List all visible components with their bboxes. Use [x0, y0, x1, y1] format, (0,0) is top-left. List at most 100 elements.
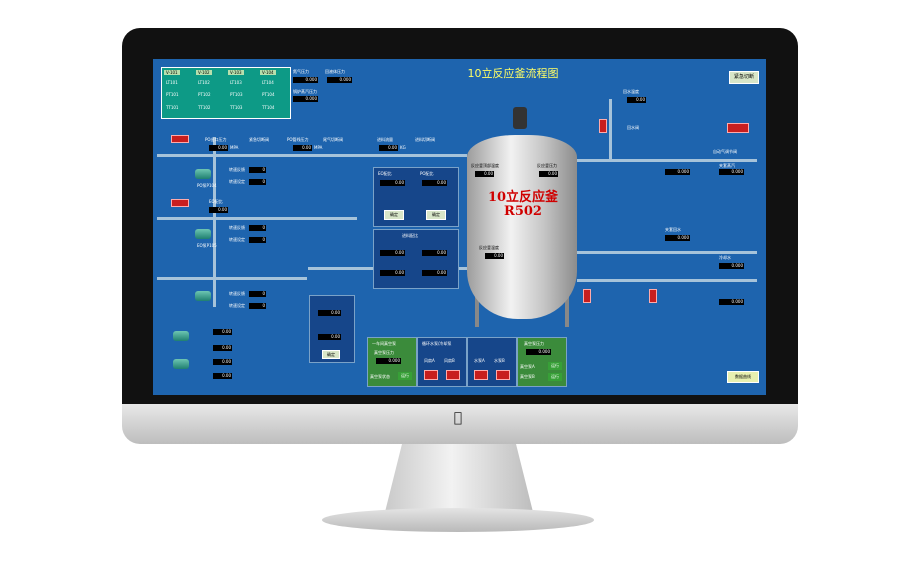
eo-unload-pump-icon[interactable] — [173, 359, 189, 369]
agitator-motor-icon[interactable] — [513, 107, 527, 129]
data-curve-button[interactable]: 数据曲线 — [727, 371, 759, 383]
metering-panel: 0.00 0.00 确定 — [309, 295, 355, 363]
alarm-indicator[interactable] — [171, 199, 189, 207]
pipe — [157, 217, 357, 220]
eo-pump-label: EO泵P105 — [197, 243, 217, 248]
speed-feedback-value: 0 — [249, 167, 266, 173]
po-outlet-pressure-value: 0.00 — [209, 145, 228, 151]
valve[interactable] — [583, 289, 591, 303]
tail-gas-valve-label: 尾气切断阀 — [323, 137, 343, 142]
eo-pump-icon[interactable] — [195, 229, 211, 239]
status-cell: V-104 — [260, 70, 276, 75]
pump-a-indicator[interactable] — [474, 370, 488, 380]
speed-feedback-value: 0 — [249, 291, 266, 297]
pipe — [609, 99, 612, 159]
return-temp-value: 0.00 — [627, 97, 646, 103]
reactor-pressure-value: 0.00 — [539, 171, 558, 177]
vacuum-a-label: 真空泵A — [520, 364, 535, 369]
po-pressure-label: PO管线压力 — [287, 137, 309, 142]
run-button[interactable]: 运行 — [398, 372, 412, 380]
emergency-stop-button[interactable]: 紧急切断 — [729, 71, 759, 84]
status-cell: V-101 — [164, 70, 180, 75]
jacket-water-label: 夹套回水 — [665, 227, 681, 232]
speed-feedback-label: 转速反馈 — [229, 225, 245, 230]
alarm-indicator[interactable] — [727, 123, 749, 133]
confirm-button[interactable]: 确定 — [426, 210, 446, 220]
vacuum-panel-title: 一车间真空泵 — [372, 341, 396, 346]
meter-value: 0.00 — [318, 310, 341, 316]
status-cell: LT103 — [230, 80, 242, 85]
unit-kg: KG — [400, 145, 406, 150]
confirm-button[interactable]: 确定 — [384, 210, 404, 220]
speed-setting-label: 转速设定 — [229, 303, 245, 308]
reactor-name-line2: R502 — [504, 204, 542, 219]
po-unload-pump-icon[interactable] — [173, 331, 189, 341]
monitor-stand-base — [322, 508, 594, 532]
feed-flow-value: 0.00 — [379, 145, 398, 151]
status-cell: LT104 — [262, 80, 274, 85]
status-cell: LT102 — [198, 80, 210, 85]
reactor-pressure-label: 反应釜压力 — [537, 163, 557, 168]
pipe — [157, 154, 467, 157]
unit-mpa: MPA — [230, 145, 239, 150]
confirm-button[interactable]: 确定 — [322, 350, 340, 359]
fan-b-label: 风扇B — [444, 358, 455, 363]
status-cell: TT104 — [262, 105, 275, 110]
reactor-name-line1: 10立反应釜 — [487, 190, 559, 205]
po-pump-icon[interactable] — [195, 169, 211, 179]
reactor-top-temp-label: 反应釜顶部温度 — [471, 163, 499, 168]
valve[interactable] — [649, 289, 657, 303]
feed-ratio-value: 0.00 — [422, 250, 447, 256]
feed-ratio-value: 0.00 — [380, 270, 405, 276]
alarm-indicator[interactable] — [171, 135, 189, 143]
status-cell: PT104 — [262, 92, 275, 97]
jacket-steam-value: 0.000 — [719, 169, 744, 175]
vacuum-pressure-label: 真空泵压力 — [374, 350, 394, 355]
po-ratio-value: 0.00 — [422, 180, 447, 186]
cooling-water-label: 冷却水 — [719, 255, 731, 260]
speed-feedback-value: 0 — [249, 225, 266, 231]
feed-valve-label: 进料切断阀 — [415, 137, 435, 142]
tank-leg — [565, 279, 569, 327]
speed-feedback-label: 转速反馈 — [229, 291, 245, 296]
unload-value: 0.00 — [213, 373, 232, 379]
pump-b-indicator[interactable] — [496, 370, 510, 380]
circulation-panel: 循环水泵/冷却泵 风扇A 风扇B — [417, 337, 467, 387]
eo-po-ratio-panel: EO配比 PO配比 0.00 0.00 确定 确定 — [373, 167, 459, 227]
nitrogen-pressure-label: 氮气压力 — [293, 69, 309, 74]
speed-setting-value: 0 — [249, 237, 266, 243]
unload-value: 0.00 — [213, 359, 232, 365]
pipe — [577, 251, 757, 254]
jacket-steam-value: 0.000 — [665, 169, 690, 175]
return-valve[interactable] — [599, 119, 607, 133]
pipe — [157, 277, 307, 280]
fan-a-indicator[interactable] — [424, 370, 438, 380]
boiler-steam-label: 锅炉蒸汽压力 — [293, 89, 317, 94]
pump-b-label: 水泵B — [494, 358, 505, 363]
status-cell: LT101 — [166, 80, 178, 85]
run-button[interactable]: 运行 — [548, 373, 562, 381]
reactor-name: 10立反应釜 R502 — [483, 191, 563, 219]
pump-a-label: 水泵A — [474, 358, 485, 363]
pipe — [577, 159, 757, 162]
unit-mpa: MPA — [314, 145, 323, 150]
vacuum-panel-1: 一车间真空泵 真空泵压力 0.000 真空泵状态 运行 — [367, 337, 417, 387]
feed-pump-icon[interactable] — [195, 291, 211, 301]
circulation-panel-title: 循环水泵/冷却泵 — [422, 341, 452, 346]
status-cell: V-102 — [196, 70, 212, 75]
unload-value: 0.00 — [213, 329, 232, 335]
vacuum-panel-2: 真空泵压力 0.000 真空泵A 真空泵B 运行 运行 — [517, 337, 567, 387]
jacket-water-value: 0.000 — [665, 235, 690, 241]
status-cell: V-103 — [228, 70, 244, 75]
cooling-water-value: 0.000 — [719, 263, 744, 269]
boiler-steam-value: 0.000 — [293, 96, 318, 102]
monitor-chin — [122, 404, 798, 444]
run-button[interactable]: 运行 — [548, 362, 562, 370]
tank-leg — [475, 279, 479, 327]
feed-ratio-label: 进料配比 — [402, 233, 418, 238]
page-title: 10立反应釜流程图 — [467, 67, 559, 80]
feed-ratio-value: 0.00 — [422, 270, 447, 276]
backwater-pressure-label: 回液体压力 — [325, 69, 345, 74]
fan-b-indicator[interactable] — [446, 370, 460, 380]
reactor-top-temp-value: 0.00 — [475, 171, 494, 177]
